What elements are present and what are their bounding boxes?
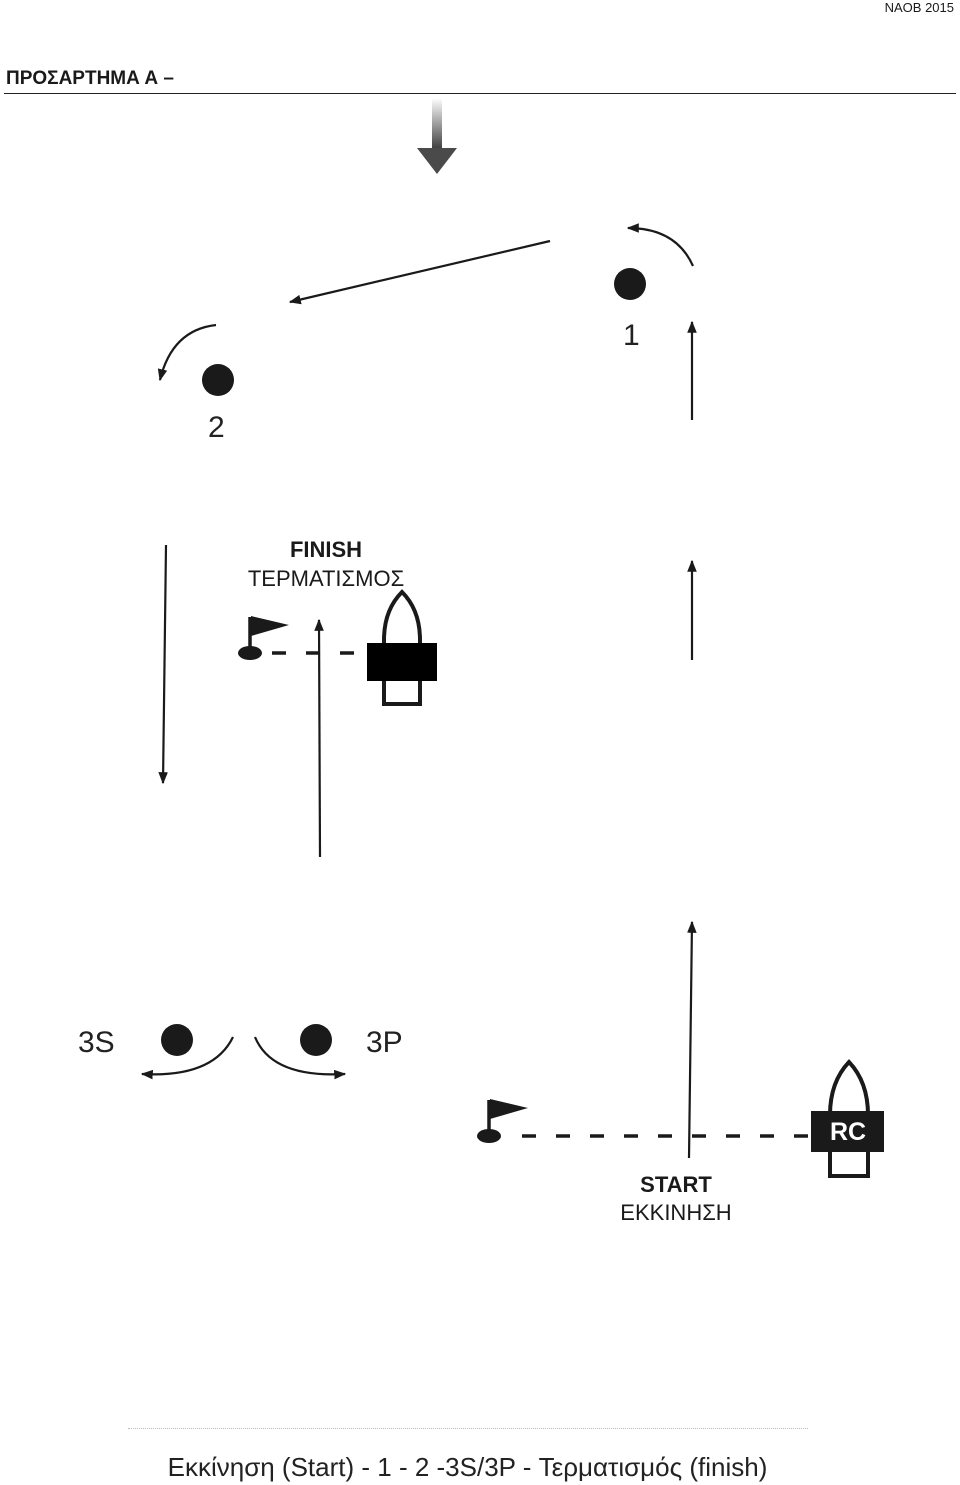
document-tag: NAOB 2015 [884,0,954,15]
leg-arrow-downwind [158,544,168,785]
leg-arrow-1-to-2 [288,239,551,305]
start-label-en: START [640,1172,712,1197]
mark-2-rounding-arrow [157,323,217,382]
caption-divider [128,1428,808,1429]
title-rule [4,93,956,94]
mark-1-label: 1 [623,319,640,352]
finish-pin-flag-icon [238,616,289,660]
start-committee-boat-icon [811,1059,884,1178]
leg-arrow-to-finish [314,618,324,858]
leg-arrow-upwind-from-start [687,920,697,1159]
mark-3s-label: 3S [78,1026,115,1059]
mark-3s-rounding-arrow [140,1036,234,1080]
wind-arrow-icon [417,98,457,174]
mark-3p-rounding-arrow [253,1036,347,1080]
committee-boat-label: RC [830,1118,866,1146]
mark-1-rounding-arrow [626,223,695,267]
finish-label-en: FINISH [290,537,362,562]
mark-3p-buoy [300,1024,332,1056]
mark-3p-label: 3P [366,1026,403,1059]
appendix-title: ΠΡΟΣΑΡΤΗΜΑ Α – [6,68,174,89]
start-label-gr: ΕΚΚΙΝΗΣΗ [620,1200,731,1225]
course-sequence-caption: Εκκίνηση (Start) - 1 - 2 -3S/3P - Τερματ… [167,1452,768,1482]
mark-2-buoy [202,364,234,396]
finish-label-gr: ΤΕΡΜΑΤΙΣΜΟΣ [248,566,404,591]
mark-3s-buoy [161,1024,193,1056]
mark-1-buoy [614,268,646,300]
start-pin-flag-icon [477,1099,528,1143]
finish-committee-boat-icon [367,589,437,706]
mark-2-label: 2 [208,411,225,444]
